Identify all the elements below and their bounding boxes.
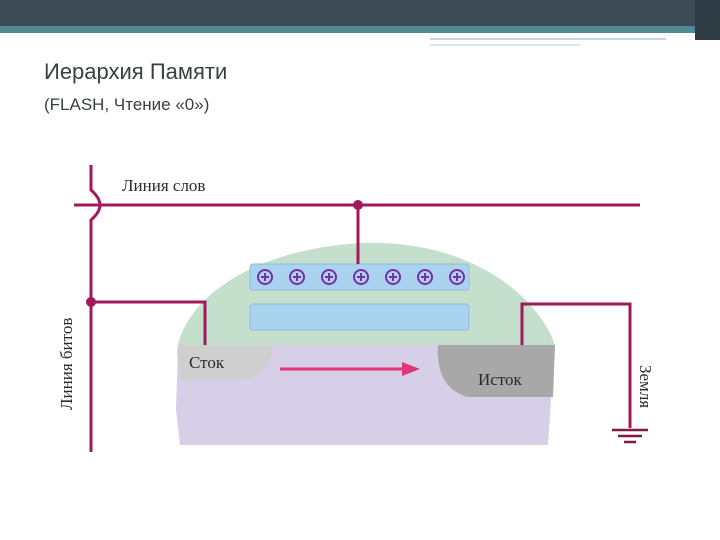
header-bar: [0, 0, 720, 26]
charge-mark: [257, 269, 273, 285]
drain-region: [177, 345, 273, 380]
ground-symbol: [612, 428, 648, 444]
source-label: Исток: [478, 370, 523, 389]
drain-wire: [91, 300, 207, 345]
bit-line-wire: [89, 165, 102, 452]
charge-mark: [417, 269, 433, 285]
header-divider-line-short: [430, 44, 580, 46]
floating-gate: [249, 303, 470, 331]
current-arrow-head: [402, 362, 420, 376]
drain-label: Сток: [189, 353, 225, 372]
charge-marks: [257, 269, 465, 285]
header-edge-block: [695, 0, 720, 40]
bit-line-label: Линия битов: [57, 318, 76, 410]
ground-label: Земля: [636, 365, 655, 408]
source-wire: [520, 302, 632, 428]
charge-mark: [321, 269, 337, 285]
charge-mark: [449, 269, 465, 285]
charge-mark: [385, 269, 401, 285]
source-region: [437, 345, 555, 397]
charge-mark: [289, 269, 305, 285]
slide-title: Иерархия Памяти: [44, 59, 228, 84]
word-line-node: [353, 200, 363, 210]
slide-subtitle: (FLASH, Чтение «0»): [44, 95, 210, 114]
word-line-label: Линия слов: [122, 176, 205, 195]
header-accent-stripe: [0, 26, 720, 33]
header-divider-line: [430, 38, 666, 40]
charge-mark: [353, 269, 369, 285]
bit-line-node: [86, 297, 96, 307]
